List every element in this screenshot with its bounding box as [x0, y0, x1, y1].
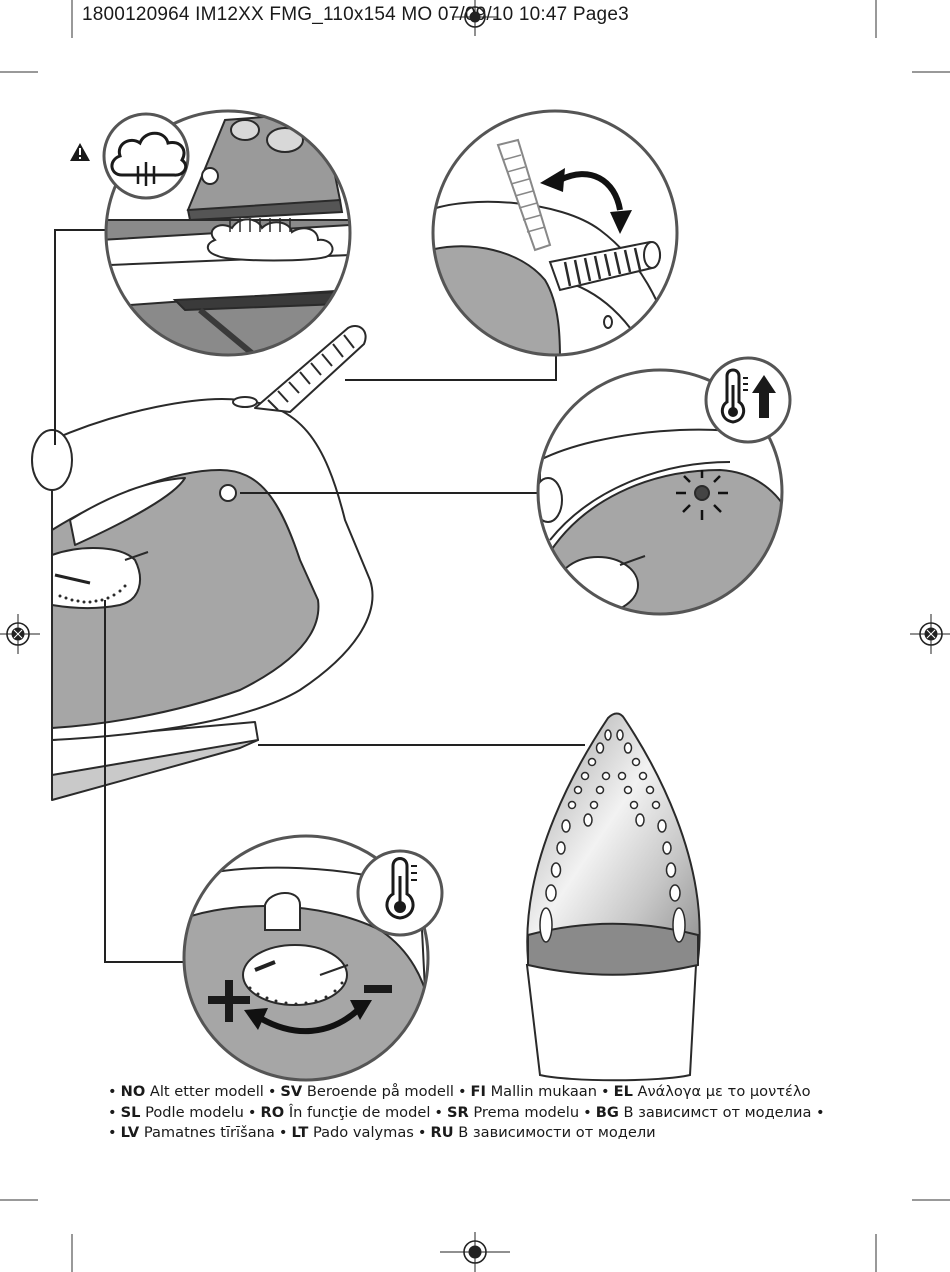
legend-line-1: •NO Alt etter modell•SV Beroende på mode… — [108, 1083, 811, 1100]
legend-line-3: •LV Pamatnes tīrīšana•LT Pado valymas•RU… — [108, 1124, 656, 1141]
minus-icon — [364, 985, 392, 993]
registration-mark-right — [910, 614, 950, 654]
registration-mark-top — [452, 0, 498, 36]
steam-cloud-icon — [102, 112, 190, 200]
soleplate — [525, 712, 701, 1082]
steam-lever-detail-circle — [431, 109, 679, 357]
thermometer-up-icon — [704, 356, 792, 444]
main-iron — [31, 325, 374, 801]
curved-arrow-icon — [558, 171, 623, 211]
model-variant-legend: •NO Alt etter modell•SV Beroende på mode… — [108, 1082, 868, 1144]
curved-arrow-icon — [258, 1007, 360, 1035]
plus-icon — [208, 980, 250, 1022]
callout-lines — [54, 229, 585, 963]
temperature-dial-detail-circle — [182, 834, 444, 1082]
thermometer-icon — [356, 849, 444, 937]
thermostat-light-detail-circle — [536, 356, 792, 616]
warning-triangle-icon — [70, 143, 90, 161]
steam-detail-circle — [70, 109, 352, 357]
print-header: 1800120964 IM12XX FMG_110x154 MO 07/09/1… — [82, 4, 629, 25]
registration-mark-bottom — [440, 1232, 510, 1272]
registration-mark-left — [0, 614, 40, 654]
legend-line-2: •SL Podle modelu•RO În funcţie de model•… — [108, 1103, 825, 1121]
